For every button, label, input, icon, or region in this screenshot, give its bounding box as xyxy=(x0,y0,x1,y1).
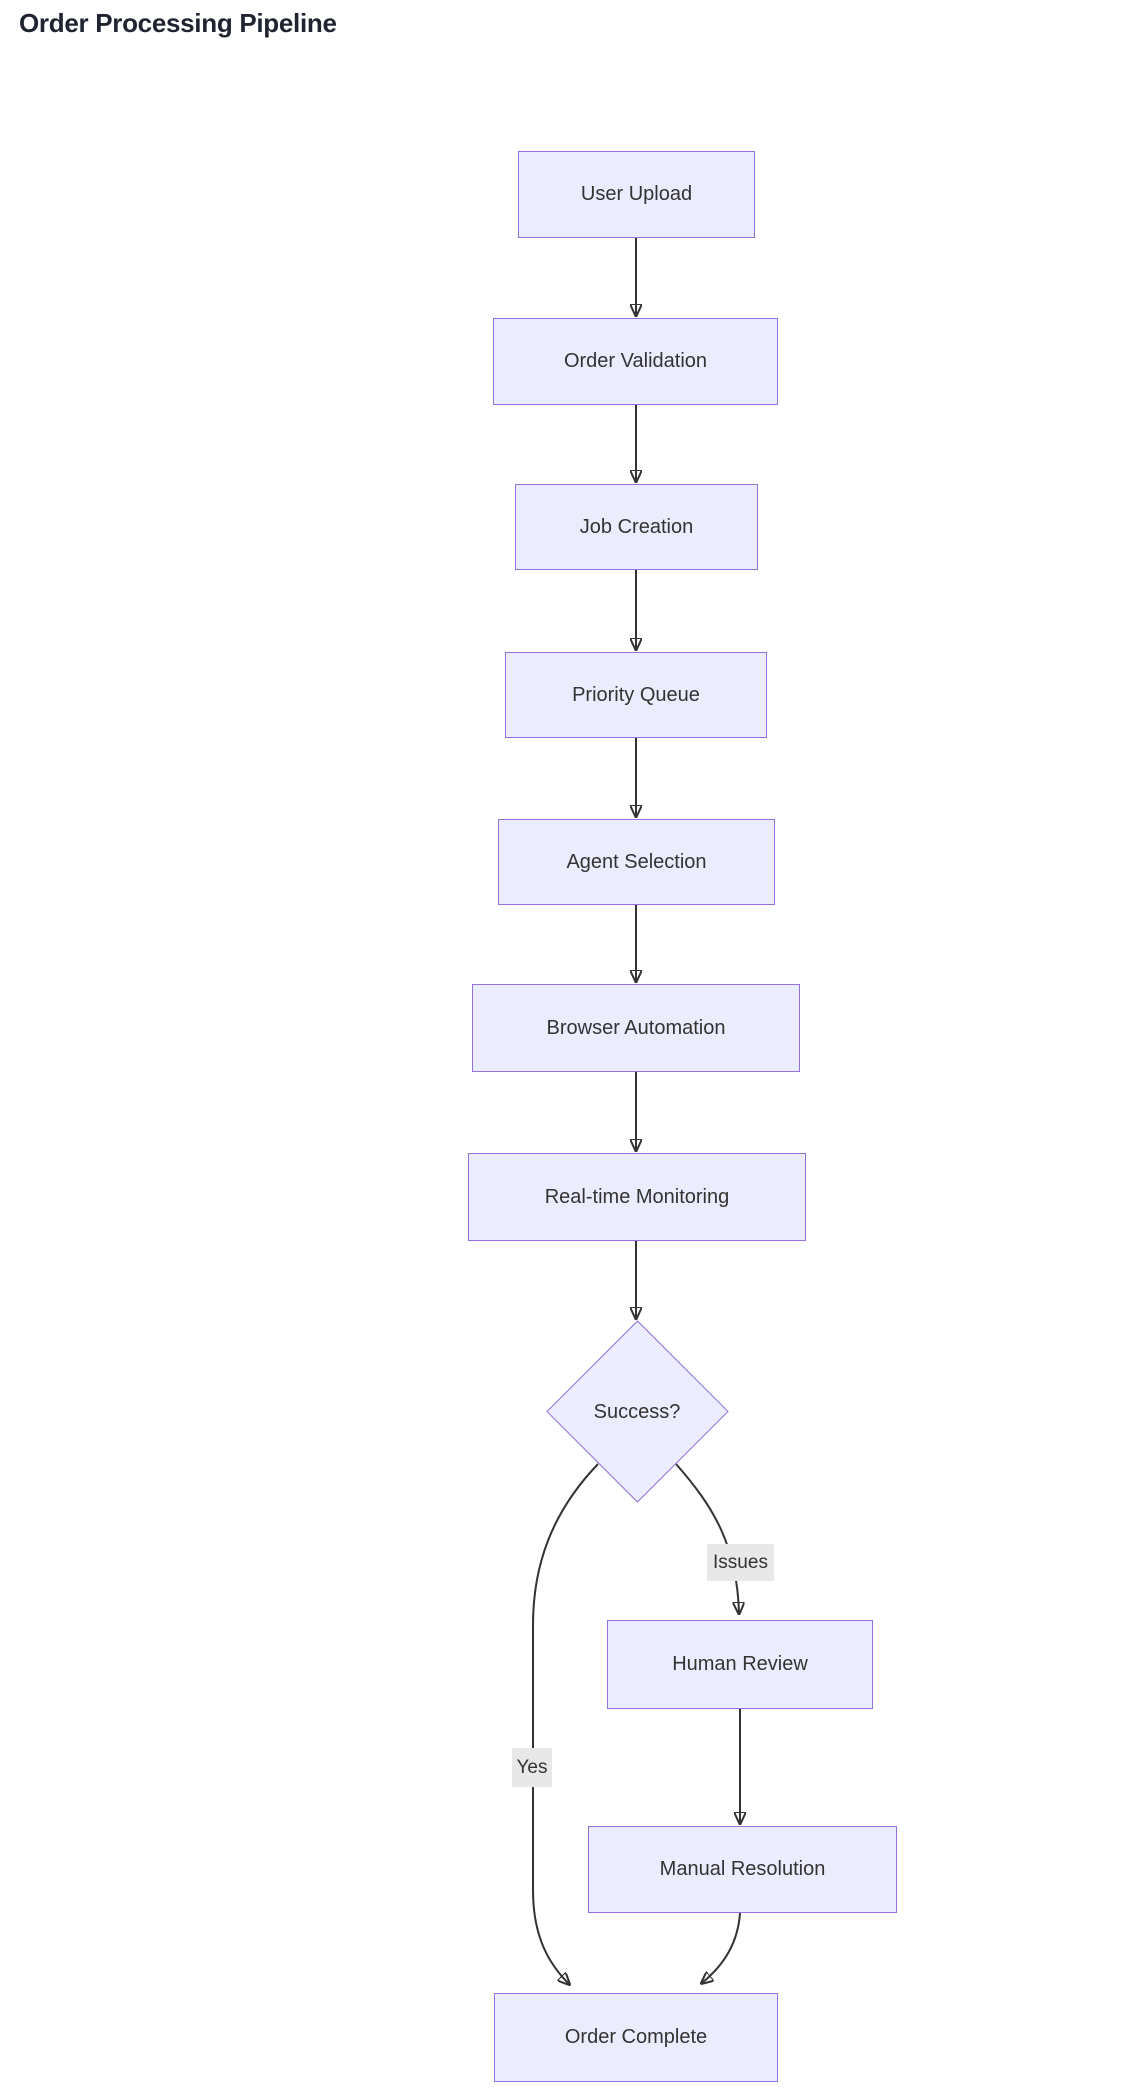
node-human-review: Human Review xyxy=(607,1620,873,1709)
node-agent-selection-label: Agent Selection xyxy=(566,850,707,873)
node-browser-automation-label: Browser Automation xyxy=(546,1016,726,1039)
node-manual-resolution-label: Manual Resolution xyxy=(659,1858,826,1880)
edge-label-yes: Yes xyxy=(512,1748,552,1787)
node-job-creation-label: Job Creation xyxy=(579,515,694,538)
node-user-upload-label: User Upload xyxy=(580,183,693,205)
page-title: Order Processing Pipeline xyxy=(19,8,337,38)
node-user-upload: User Upload xyxy=(518,151,755,238)
edge-label-issues: Issues xyxy=(707,1544,774,1581)
node-job-creation: Job Creation xyxy=(515,484,758,570)
node-agent-selection: Agent Selection xyxy=(498,819,775,905)
node-browser-automation: Browser Automation xyxy=(472,984,800,1072)
edge-manual-resolution-to-order-complete xyxy=(702,1912,741,1983)
node-order-validation: Order Validation xyxy=(493,318,778,405)
node-order-validation-label: Order Validation xyxy=(563,350,708,372)
node-real-time-monitoring: Real-time Monitoring xyxy=(468,1153,806,1241)
edge-success-to-order-complete-yes xyxy=(532,1463,599,1984)
node-real-time-monitoring-label: Real-time Monitoring xyxy=(544,1185,730,1208)
node-manual-resolution: Manual Resolution xyxy=(588,1826,897,1913)
node-success-decision-label: Success? xyxy=(593,1400,681,1423)
node-priority-queue: Priority Queue xyxy=(505,652,767,738)
node-human-review-label: Human Review xyxy=(672,1653,808,1675)
node-order-complete: Order Complete xyxy=(494,1993,778,2082)
edge-success-to-human-review-issues xyxy=(675,1463,739,1613)
node-order-complete-label: Order Complete xyxy=(564,2026,708,2048)
node-priority-queue-label: Priority Queue xyxy=(572,683,700,706)
